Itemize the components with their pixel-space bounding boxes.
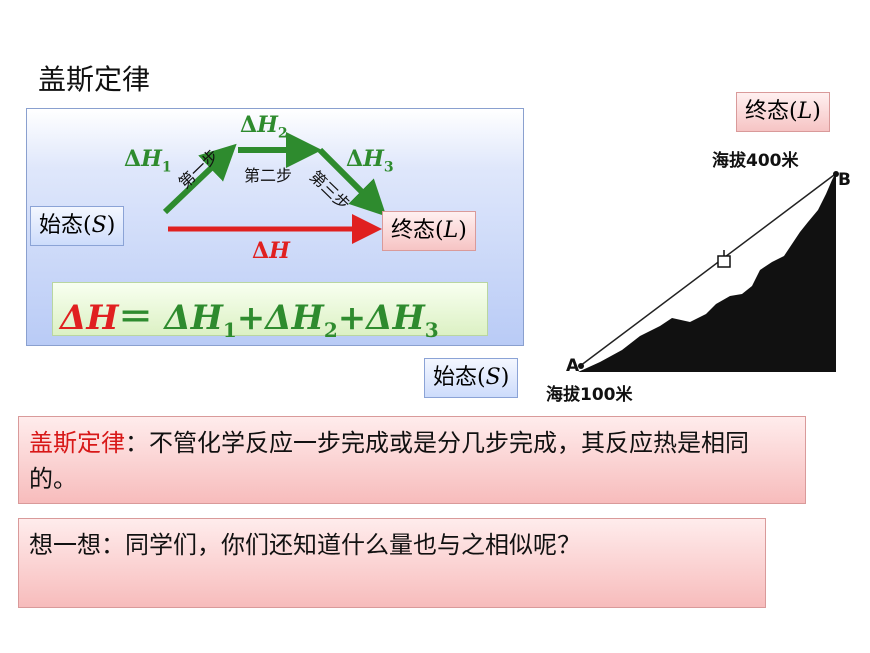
initial-state-label: 始态 — [39, 213, 84, 238]
initial-state-symbol: S — [91, 213, 107, 238]
bottom-altitude-label: 海拔100米 — [546, 385, 633, 405]
final-state-label: 终态 — [391, 218, 436, 243]
final-state-box: 终态(L) — [382, 211, 476, 251]
question-box: 想一想：同学们，你们还知道什么量也与之相似呢？ — [18, 518, 766, 608]
step3-arrow — [317, 147, 387, 217]
hess-formula: ΔH＝ ΔH1+ΔH2+ΔH3 — [60, 298, 439, 342]
mountain-initial-state-box: 始态(S) — [424, 358, 519, 398]
definition-highlight: 盖斯定律 — [29, 429, 125, 457]
final-state-symbol: L — [443, 218, 459, 243]
delta-h1-label: ΔH1 — [124, 146, 172, 176]
definition-text: ：不管化学反应一步完成或是分几步完成，其反应热是相同的。 — [29, 429, 749, 493]
point-a-label: A — [566, 356, 580, 376]
mountain-final-state-box: 终态(L) — [736, 92, 830, 132]
page-title: 盖斯定律 — [38, 63, 151, 96]
formula-box — [52, 282, 488, 336]
definition-box: 盖斯定律：不管化学反应一步完成或是分几步完成，其反应热是相同的。 — [18, 416, 806, 504]
initial-state-box: 始态(S) — [30, 206, 125, 246]
cable-car-icon — [717, 255, 731, 268]
point-b-label: B — [838, 170, 851, 190]
question-text: 想一想：同学们，你们还知道什么量也与之相似呢？ — [29, 531, 581, 559]
step2-label: 第二步 — [244, 166, 293, 185]
delta-h3-label: ΔH3 — [346, 146, 394, 176]
delta-h-total-label: ΔH — [252, 238, 290, 264]
step1-arrow — [162, 143, 237, 215]
top-altitude-label: 海拔400米 — [712, 151, 799, 171]
delta-h2-label: ΔH2 — [240, 112, 288, 142]
cable-line — [579, 171, 839, 367]
mountain-shape — [578, 172, 836, 372]
